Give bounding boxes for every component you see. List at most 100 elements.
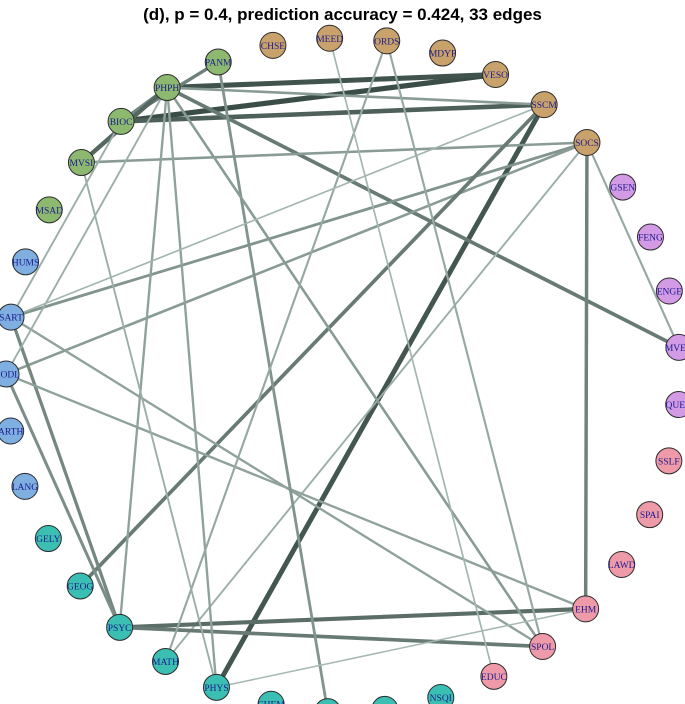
node-label: CHEM [257, 701, 285, 704]
node-circle [573, 129, 601, 157]
node-circle [636, 223, 664, 251]
node-sart: SART [0, 303, 25, 331]
node-label: MVEN [665, 344, 685, 354]
edge-bioc-sscm [118, 102, 547, 124]
node-arth: ARTH [0, 417, 25, 445]
node-label: EHM [575, 605, 597, 615]
node-label: MATH [152, 658, 179, 668]
node-circle [0, 417, 25, 445]
node-ords: ORDS [373, 27, 401, 55]
node-label: ARTH [0, 428, 23, 438]
node-spol: SPOL [529, 633, 557, 661]
node-layer: CHSE MEED ORDS MDYF VESO SSCM SOCS GSEN FENG ENGE… [0, 24, 685, 704]
edge-psyc-spol [117, 625, 545, 649]
node-scie: SCIE [372, 695, 398, 704]
node-label: VESO [483, 71, 508, 81]
node-bioc: BIOC [107, 107, 135, 135]
node-circle [665, 333, 685, 361]
edge-sart-spol [9, 315, 544, 648]
chart-title: (d), p = 0.4, prediction accuracy = 0.42… [143, 5, 542, 24]
edge-ords-math [164, 39, 388, 663]
node-circle [482, 61, 510, 89]
node-enge: ENGE [655, 277, 683, 305]
node-circle [373, 27, 401, 55]
node-lawd: LAWD [608, 551, 636, 579]
node-circle [665, 391, 685, 419]
node-label: BIOC [110, 118, 133, 128]
node-gsen: GSEN [609, 173, 637, 201]
edge-layer [4, 37, 681, 704]
node-label: LANG [12, 483, 39, 493]
node-circle [153, 74, 181, 102]
edge-psyc-ehm [117, 606, 588, 630]
node-veso: VESO [482, 61, 510, 89]
node-label: MEED [316, 35, 343, 45]
node-lang: LANG [11, 472, 39, 500]
node-mdyf: MDYF [429, 39, 456, 67]
node-label: PHPH [155, 84, 179, 94]
edge-modl-ehm [4, 372, 587, 611]
node-label: NSQI [430, 694, 452, 704]
node-ehm: EHM [572, 595, 600, 623]
edge-sscm-geog [78, 102, 547, 588]
node-circle [609, 173, 637, 201]
edge-phys-mvsi [80, 161, 218, 689]
node-label: SPOL [531, 643, 554, 653]
node-label: SSCM [531, 101, 557, 111]
edge-meed-educ [328, 37, 495, 678]
node-hums: HUMS [12, 248, 39, 276]
node-phph: PHPH [153, 74, 181, 102]
edge-phph-mven [165, 85, 681, 350]
node-nsqi: NSQI [427, 684, 455, 704]
node-label: PANM [205, 58, 232, 68]
node-bisc: BISC [316, 698, 339, 704]
node-circle [636, 501, 664, 529]
node-label: FENG [638, 234, 663, 244]
node-label: QUEN [666, 401, 685, 411]
node-label: GSEN [610, 184, 635, 194]
node-circle [530, 91, 558, 119]
node-sslf: SSLF [655, 447, 683, 475]
edge-socs-modl [4, 141, 589, 376]
node-label: GELY [36, 535, 61, 545]
node-circle [0, 360, 20, 388]
node-panm: PANM [204, 48, 232, 76]
node-feng: FENG [636, 223, 664, 251]
node-chem: CHEM [257, 690, 285, 704]
node-label: LAWD [608, 561, 636, 571]
node-modl: MODL [0, 360, 20, 388]
node-label: SART [0, 314, 23, 324]
node-label: MVSI [70, 159, 94, 169]
node-gely: GELY [34, 525, 62, 553]
node-quen: QUEN [665, 391, 685, 419]
node-circle [529, 633, 557, 661]
edge-modl-phph [5, 86, 169, 375]
node-label: MSAD [36, 206, 64, 216]
edge-psyc-sart [9, 315, 122, 629]
node-label: GEOG [67, 582, 94, 592]
node-math: MATH [151, 647, 179, 675]
edge-ords-spol [385, 39, 544, 648]
node-educ: EDUC [480, 662, 508, 690]
node-circle [202, 673, 230, 701]
node-circle [106, 613, 134, 641]
edge-socs-sart [9, 141, 589, 319]
node-circle [35, 196, 63, 224]
edge-phph-spol [165, 86, 544, 648]
node-circle [655, 447, 683, 475]
node-sscm: SSCM [530, 91, 558, 119]
edge-phph-sscm [165, 86, 546, 106]
node-label: SOCS [575, 139, 599, 149]
node-label: PHYS [204, 684, 228, 694]
node-label: ENGE [657, 288, 683, 298]
node-circle [151, 647, 179, 675]
node-circle [257, 690, 285, 704]
node-circle [0, 303, 25, 331]
edge-sscm-sart [10, 103, 545, 318]
edge-socs-ehm [583, 140, 589, 611]
node-meed: MEED [316, 24, 343, 52]
node-circle [34, 525, 62, 553]
node-chse: CHSE [259, 31, 287, 59]
node-circle [316, 698, 339, 704]
